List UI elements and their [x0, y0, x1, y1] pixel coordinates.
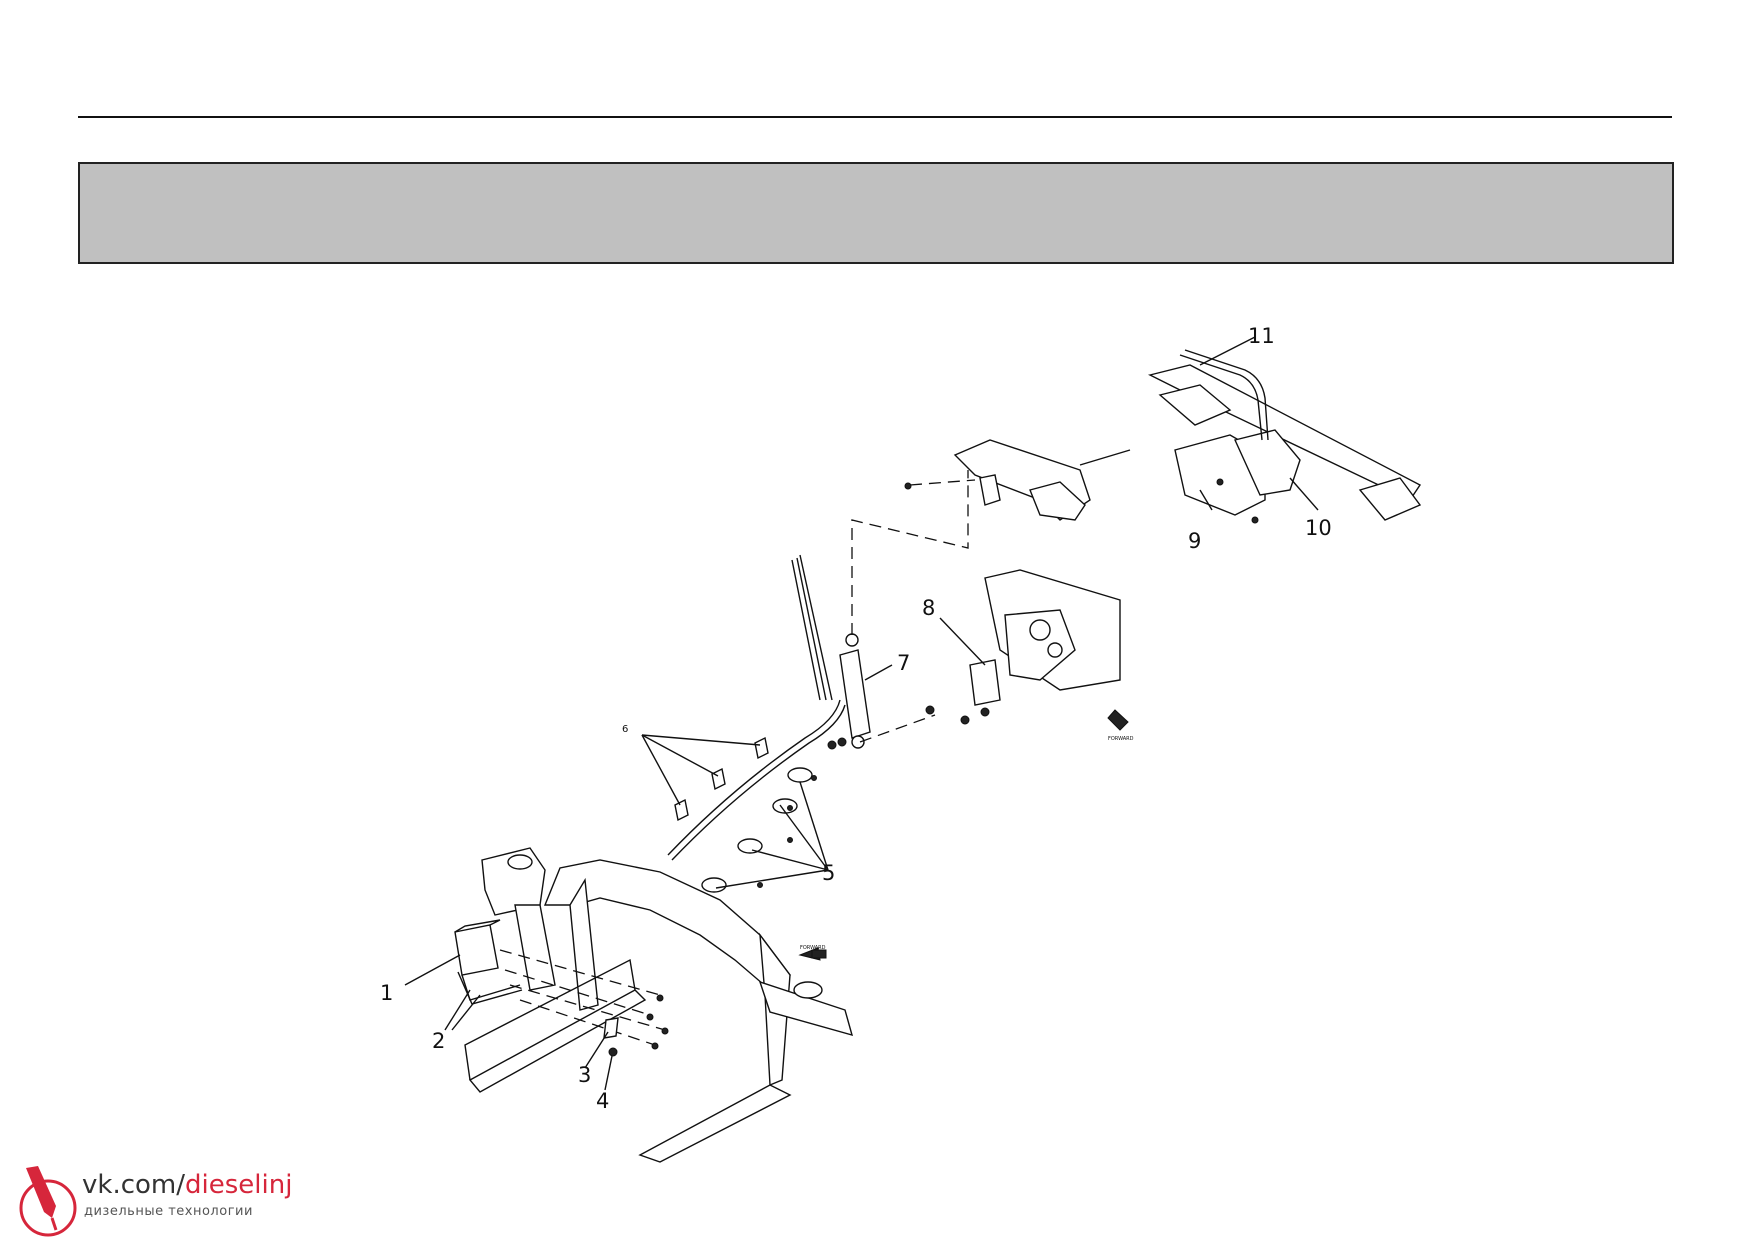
- front-frame-assembly: [454, 847, 854, 1163]
- callout-10: 10: [1305, 516, 1332, 540]
- watermark: vk.com/dieselinj дизельные технологии: [10, 1160, 310, 1238]
- forward-label-front: FORWARD: [800, 945, 826, 951]
- header-band: [78, 162, 1674, 264]
- callout-5: 5: [822, 861, 835, 885]
- top-rule: [78, 116, 1672, 118]
- forward-label-axle: FORWARD: [1108, 736, 1134, 742]
- watermark-url-prefix: vk.com/: [82, 1170, 185, 1200]
- callout-6: 6: [622, 724, 628, 735]
- callout-3: 3: [578, 1063, 591, 1087]
- hose-and-clamps: [667, 554, 846, 893]
- watermark-url: vk.com/dieselinj: [82, 1170, 292, 1200]
- callout-4: 4: [596, 1089, 609, 1113]
- leader-lines: [404, 336, 1319, 1091]
- injector-logo-icon: [19, 1166, 77, 1237]
- callout-11: 11: [1248, 324, 1275, 348]
- callout-numbers: 1 2 3 4 5 6 7 8 9 10 11 FORWARD FORWARD: [380, 324, 1332, 1113]
- callout-9: 9: [1188, 529, 1201, 553]
- callout-2: 2: [432, 1029, 445, 1053]
- watermark-url-accent: dieselinj: [185, 1170, 293, 1200]
- rear-upper-bracket: [904, 439, 1131, 521]
- callout-8: 8: [922, 596, 935, 620]
- rear-frame-assembly: [1147, 349, 1422, 524]
- cylinder-assembly: [827, 470, 969, 750]
- mount-bracket-assembly: [925, 569, 1129, 731]
- callout-1: 1: [380, 981, 393, 1005]
- callout-7: 7: [897, 651, 910, 675]
- watermark-subtitle: дизельные технологии: [84, 1204, 253, 1219]
